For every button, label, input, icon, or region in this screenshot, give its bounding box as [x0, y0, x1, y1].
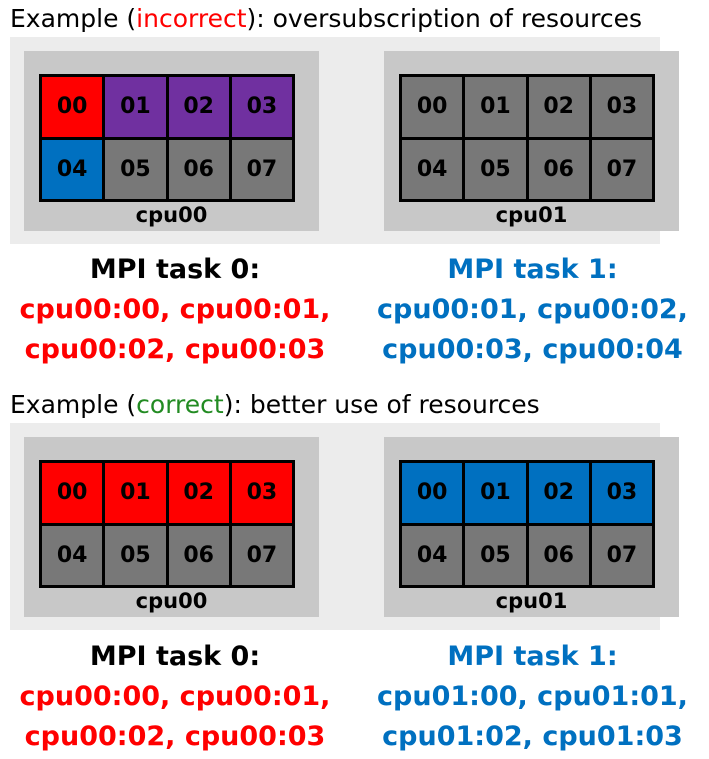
node-label: cpu01 — [495, 589, 568, 613]
heading-keyword: incorrect — [136, 4, 247, 33]
core-03: 03 — [231, 463, 292, 523]
mpi-task-0: MPI task 0: cpu00:00, cpu00:01, cpu00:02… — [10, 250, 340, 370]
heading-keyword: correct — [136, 390, 224, 419]
example-heading: Example (incorrect): oversubscription of… — [10, 4, 642, 33]
heading-prefix: Example ( — [10, 4, 137, 33]
core-06: 06 — [168, 525, 229, 585]
mpi-task-1: MPI task 1: cpu00:01, cpu00:02, cpu00:03… — [365, 250, 700, 370]
core-07: 07 — [231, 525, 292, 585]
example-heading: Example (correct): better use of resourc… — [10, 390, 540, 419]
core-01: 01 — [465, 463, 526, 523]
core-02: 02 — [168, 463, 229, 523]
core-00: 00 — [402, 77, 463, 137]
node-label: cpu00 — [135, 203, 208, 227]
core-05: 05 — [105, 139, 166, 199]
core-06: 06 — [528, 139, 589, 199]
task-title: MPI task 0: — [89, 254, 261, 285]
task-cores-line: cpu00:03, cpu00:04 — [382, 334, 683, 365]
task-cores-line: cpu00:02, cpu00:03 — [24, 334, 326, 365]
node-label: cpu00 — [135, 589, 208, 613]
heading-suffix: ): better use of resources — [223, 390, 540, 419]
core-07: 07 — [591, 139, 652, 199]
task-cores-line: cpu00:00, cpu00:01, — [19, 294, 331, 325]
core-04: 04 — [42, 139, 103, 199]
core-06: 06 — [168, 139, 229, 199]
heading-suffix: ): oversubscription of resources — [246, 4, 643, 33]
core-02: 02 — [168, 77, 229, 137]
core-07: 07 — [231, 139, 292, 199]
task-cores-line: cpu00:00, cpu00:01, — [19, 681, 331, 712]
task-cores-line: cpu01:02, cpu01:03 — [382, 721, 683, 752]
core-05: 05 — [105, 525, 166, 585]
task-title: MPI task 1: — [447, 641, 618, 672]
core-07: 07 — [591, 525, 652, 585]
core-01: 01 — [105, 77, 166, 137]
core-00: 00 — [402, 463, 463, 523]
heading-prefix: Example ( — [10, 390, 137, 419]
task-cores-line: cpu00:02, cpu00:03 — [24, 721, 326, 752]
core-02: 02 — [528, 463, 589, 523]
core-06: 06 — [528, 525, 589, 585]
core-04: 04 — [402, 525, 463, 585]
core-05: 05 — [465, 525, 526, 585]
core-04: 04 — [402, 139, 463, 199]
task-title: MPI task 0: — [89, 641, 261, 672]
core-01: 01 — [465, 77, 526, 137]
core-03: 03 — [591, 77, 652, 137]
task-cores-line: cpu00:01, cpu00:02, — [377, 294, 688, 325]
task-title: MPI task 1: — [447, 254, 618, 285]
core-05: 05 — [465, 139, 526, 199]
core-03: 03 — [231, 77, 292, 137]
mpi-task-1: MPI task 1: cpu01:00, cpu01:01, cpu01:02… — [365, 637, 700, 757]
core-02: 02 — [528, 77, 589, 137]
core-04: 04 — [42, 525, 103, 585]
core-03: 03 — [591, 463, 652, 523]
core-00: 00 — [42, 77, 103, 137]
core-01: 01 — [105, 463, 166, 523]
core-00: 00 — [42, 463, 103, 523]
task-cores-line: cpu01:00, cpu01:01, — [377, 681, 688, 712]
mpi-task-0: MPI task 0: cpu00:00, cpu00:01, cpu00:02… — [10, 637, 340, 757]
node-label: cpu01 — [495, 203, 568, 227]
